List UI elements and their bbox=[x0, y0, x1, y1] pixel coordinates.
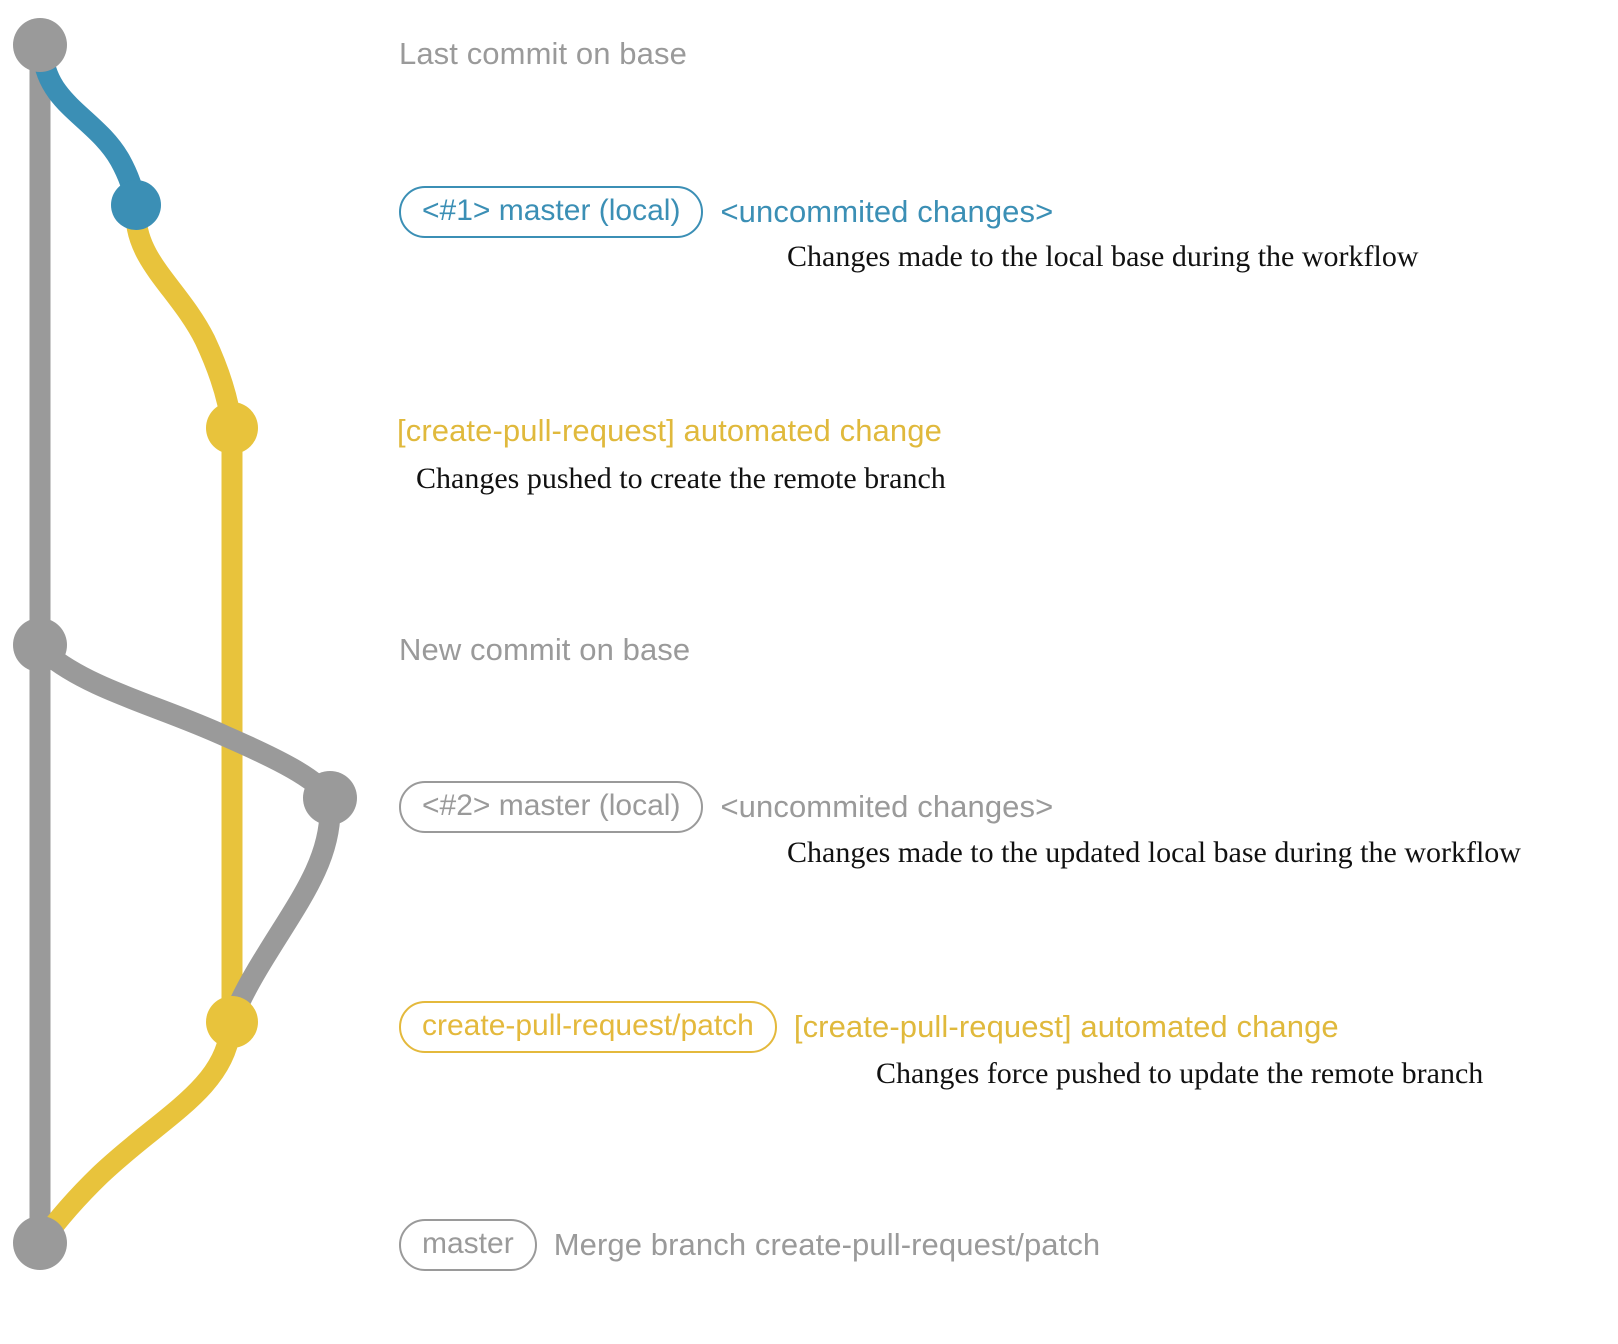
commit-message-master-local-1: <uncommited changes> bbox=[720, 193, 1054, 229]
branch-badge-master-local-2[interactable]: <#2> master (local) bbox=[399, 781, 704, 833]
commit-node-local-1 bbox=[111, 180, 161, 230]
edge-local1-to-patch1 bbox=[125, 205, 243, 439]
commit-message-new-commit-on-base: New commit on base bbox=[399, 632, 691, 667]
description-master-local-2: Changes made to the updated local base d… bbox=[787, 836, 1521, 869]
description-master-local-1: Changes made to the local base during th… bbox=[787, 240, 1419, 273]
edge-basenew-to-local2 bbox=[35, 642, 341, 809]
commit-node-base-new bbox=[13, 618, 67, 672]
commit-message-automated-change-1: [create-pull-request] automated change bbox=[397, 413, 942, 448]
entry-master-local-2: <#2> master (local) <uncommited changes> bbox=[399, 781, 1053, 833]
entry-master-local-1: <#1> master (local) <uncommited changes> bbox=[399, 186, 1053, 238]
commit-node-base-last bbox=[13, 18, 67, 72]
branch-badge-master[interactable]: master bbox=[399, 1219, 537, 1271]
commit-node-merge bbox=[13, 1216, 67, 1270]
entry-automated-change-2: create-pull-request/patch [create-pull-r… bbox=[399, 1001, 1339, 1053]
commit-node-local-2 bbox=[303, 771, 357, 825]
branch-badge-master-local-1[interactable]: <#1> master (local) bbox=[399, 186, 704, 238]
entry-merge-commit: master Merge branch create-pull-request/… bbox=[399, 1219, 1100, 1271]
description-automated-change-2: Changes force pushed to update the remot… bbox=[876, 1057, 1484, 1090]
description-automated-change-1: Changes pushed to create the remote bran… bbox=[416, 462, 946, 495]
branch-badge-create-pull-request-patch[interactable]: create-pull-request/patch bbox=[399, 1001, 777, 1053]
commit-node-patch-1 bbox=[206, 402, 258, 454]
commit-message-master-local-2: <uncommited changes> bbox=[720, 788, 1054, 824]
commit-message-last-commit-on-base: Last commit on base bbox=[399, 36, 687, 71]
commit-message-merge: Merge branch create-pull-request/patch bbox=[553, 1226, 1101, 1262]
commit-message-automated-change-2: [create-pull-request] automated change bbox=[793, 1008, 1339, 1044]
commit-node-patch-2 bbox=[206, 996, 258, 1048]
